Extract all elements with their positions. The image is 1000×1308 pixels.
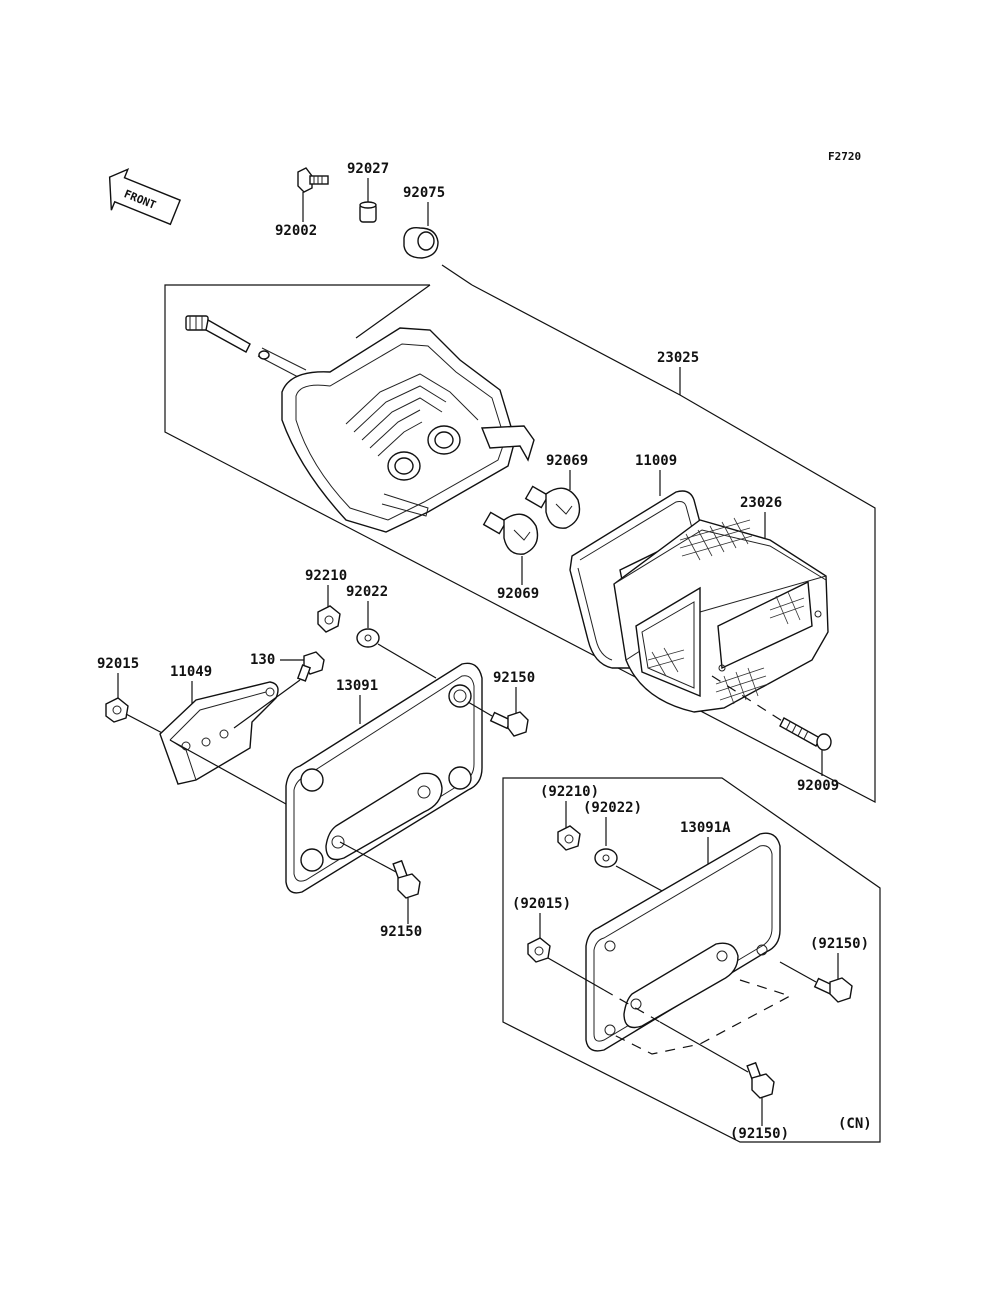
label-92022: 92022 [346,584,388,600]
screw-92009-icon [779,717,832,751]
label-92027: 92027 [347,161,389,177]
bolt-92150-top-icon [489,711,529,737]
region-note-cn: (CN) [838,1116,872,1132]
label-92150-bottom: 92150 [380,924,422,940]
label-11049: 11049 [170,664,212,680]
leader-line [377,643,437,679]
label-cn-92015: (92015) [512,896,571,912]
grommet-92075-icon [403,227,439,259]
label-92075: 92075 [403,185,445,201]
gasket-11009-icon [569,490,703,669]
leader-line [169,739,287,805]
leader-line [355,284,431,339]
lens-23026-icon [613,517,829,713]
plate-13091-icon [285,662,483,894]
front-arrow-icon: FRONT [108,168,182,226]
bolt-130-icon [296,651,325,682]
label-130: 130 [250,652,275,668]
bolt-92150-bottom-icon [392,859,421,899]
label-11009: 11009 [635,453,677,469]
label-23025: 23025 [657,350,699,366]
leader-line [659,1021,749,1073]
label-92009: 92009 [797,778,839,794]
label-cn-13091A: 13091A [680,820,731,836]
label-92015: 92015 [97,656,139,672]
leader-line [779,961,817,983]
leader-line [339,841,397,873]
label-cn-92210: (92210) [540,784,599,800]
bolt-cn-92150-right-icon [813,977,853,1003]
washer-92022-icon [356,628,380,648]
label-92150-top: 92150 [493,670,535,686]
bulb-92069-top-icon [524,485,581,529]
leader-line [615,865,665,893]
leader-line [547,957,605,991]
label-13091: 13091 [336,678,378,694]
tail-lamp-housing-icon [185,315,535,533]
figure-code: F2720 [828,150,861,163]
collar-92027-icon [359,201,377,223]
label-cn-92150-bottom: (92150) [730,1126,789,1142]
nut-cn-92210-icon [557,825,581,851]
label-92002: 92002 [275,223,317,239]
bolt-92002-icon [297,167,329,193]
nut-cn-92015-icon [527,937,551,963]
leader-line [711,675,791,727]
label-92069-bottom: 92069 [497,586,539,602]
leader-line [467,701,493,717]
cn-region-box [502,777,881,1143]
label-92069-top: 92069 [546,453,588,469]
leader-line [441,264,473,286]
leader-line [233,679,301,729]
label-23026: 23026 [740,495,782,511]
nut-92210-icon [317,605,341,633]
bracket-11049-icon [159,681,279,785]
nut-92015-icon [105,697,129,723]
bulb-92069-bottom-icon [482,511,539,555]
bolt-cn-92150-bottom-icon [746,1061,775,1099]
plate-cn-13091A-icon [585,832,792,1055]
washer-cn-92022-icon [594,848,618,868]
label-cn-92150-right: (92150) [810,936,869,952]
label-92210: 92210 [305,568,347,584]
label-cn-92022: (92022) [583,800,642,816]
